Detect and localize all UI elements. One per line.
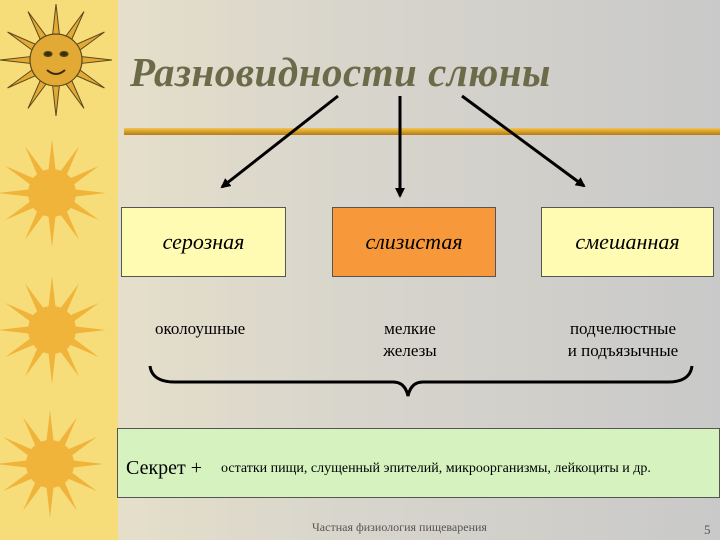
sun-icon — [0, 139, 106, 247]
page-number: 5 — [704, 522, 711, 537]
secretion-components-text: остатки пищи, слущенный эпителий, микроо… — [221, 461, 651, 476]
sun-icon — [0, 410, 104, 518]
secretion-box: Секрет + остатки пищи, слущенный эпители… — [117, 428, 720, 498]
gland-line: железы — [383, 341, 437, 360]
arrow-to-mixed — [461, 94, 586, 188]
footer-text: Частная физиология пищеварения — [312, 520, 487, 534]
sun-icon — [0, 276, 106, 384]
arrow-to-serous — [220, 94, 339, 189]
sun-face-icon — [0, 3, 113, 117]
secretion-lead-text: Секрет + — [126, 457, 203, 479]
mucous-gland-label: мелкие железы — [352, 318, 468, 362]
gland-line: подчелюстные — [569, 319, 677, 338]
serous-type-box: серозная — [121, 207, 286, 277]
gland-line: и подъязычные — [567, 341, 679, 360]
sun-sidebar — [0, 0, 118, 540]
slide-title: Разновидности слюны — [130, 49, 551, 95]
curly-brace — [148, 365, 694, 397]
serous-type-label: серозная — [162, 229, 245, 254]
serous-gland-label: околоушные — [155, 318, 245, 340]
mucous-type-label: слизистая — [365, 229, 463, 254]
gland-line: мелкие — [384, 319, 436, 338]
mucous-type-box: слизистая — [332, 207, 496, 277]
gland-line: околоушные — [155, 319, 246, 338]
mixed-type-label: смешанная — [575, 229, 680, 254]
title-underline-bar — [124, 128, 720, 135]
mixed-gland-label: подчелюстные и подъязычные — [548, 318, 698, 362]
mixed-type-box: смешанная — [541, 207, 714, 277]
